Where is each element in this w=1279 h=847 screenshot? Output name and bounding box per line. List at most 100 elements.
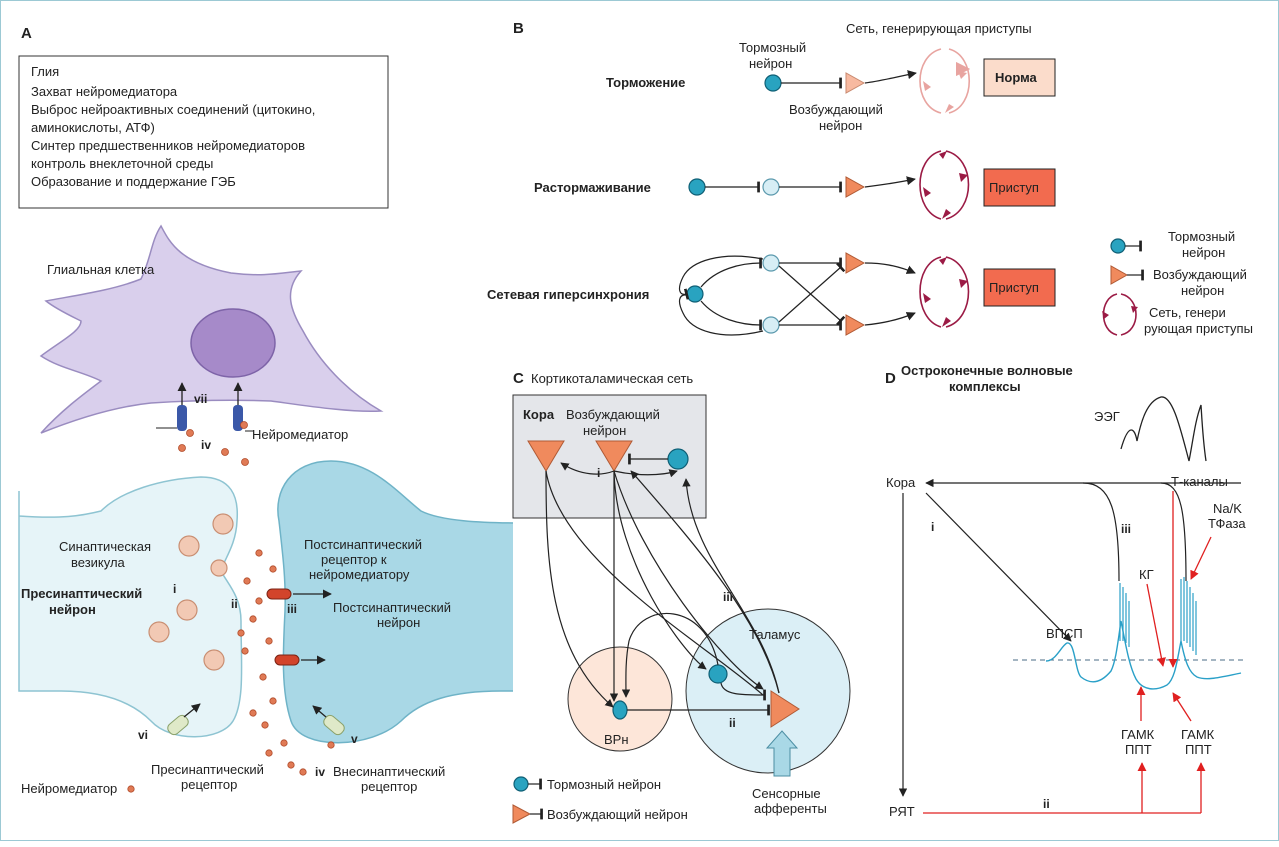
cortex-excitatory-neuron-1 <box>527 440 565 472</box>
postsynaptic-receptor-1 <box>266 588 292 600</box>
glia-transporter-1 <box>177 405 187 431</box>
label-vii: vii <box>194 392 207 406</box>
extrasynaptic-receptor-label-2: рецептор <box>361 779 417 794</box>
corticothalamic-connections <box>545 462 780 708</box>
label-vi: vi <box>138 728 148 742</box>
row-2-inhibitory-neuron <box>688 178 706 196</box>
label-iv-top: iv <box>201 438 211 452</box>
panel-d-i: i <box>931 520 934 534</box>
inhibitory-label-2: нейрон <box>749 56 792 71</box>
thalamus-inhibitory-neuron <box>708 664 728 684</box>
glia-line-5: контроль внеклеточной среды <box>31 156 213 171</box>
cortex-excitatory-1: Возбуждающий <box>566 407 660 422</box>
glia-line-4: Синтер предшественников нейромедиаторов <box>31 138 305 153</box>
glial-cell-label: Глиальная клетка <box>47 262 155 277</box>
legend-b-excitatory-1: Возбуждающий <box>1153 267 1247 282</box>
row-3-result-box <box>983 268 1056 307</box>
row-2-excitatory-neuron <box>845 176 866 198</box>
postsynaptic-receptor-2 <box>274 654 300 666</box>
excitatory-label-1: Возбуждающий <box>789 102 883 117</box>
cortex-excitatory-2: нейрон <box>583 423 626 438</box>
glia-neurotransmitters <box>178 421 249 466</box>
nak-label-1: Na/K <box>1213 501 1242 516</box>
d-cortex-label: Кора <box>886 475 916 490</box>
postsynaptic-neuron-label-1: Постсинаптический <box>333 600 451 615</box>
row-3-inhibitory-neuron <box>686 285 704 303</box>
legend-b-inhibitory-2: нейрон <box>1182 245 1225 260</box>
tchannels-label: Т-каналы <box>1171 474 1228 489</box>
vrn-label: ВРн <box>604 732 629 747</box>
postsynaptic-neuron-label-2: нейрон <box>377 615 420 630</box>
row-2-result-box <box>983 168 1056 207</box>
panel-b-letter: B <box>513 20 524 37</box>
thalamus-excitatory-neuron <box>770 690 800 728</box>
excitatory-label-2: нейрон <box>819 118 862 133</box>
legend-b-inhibitory-icon <box>1110 238 1126 254</box>
row-2-name: Растормаживание <box>534 180 651 195</box>
extrasynaptic-receptor-label-1: Внесинаптический <box>333 764 445 779</box>
row-1-result: Норма <box>995 70 1038 85</box>
synaptic-vesicle-label-2: везикула <box>71 555 126 570</box>
vrn-neuron <box>612 700 628 720</box>
row-1-name: Торможение <box>606 75 685 90</box>
postsynaptic-receptor-label-1: Постсинаптический <box>304 537 422 552</box>
row-2-disinhibited-neuron <box>762 178 780 196</box>
legend-b-inhibitory-1: Тормозный <box>1168 229 1235 244</box>
burst-spikes-1 <box>1119 583 1130 647</box>
glia-line-1: Захват нейромедиатора <box>31 84 178 99</box>
gaba1-label-2: ППТ <box>1125 742 1152 757</box>
thalamus-label: Таламус <box>749 627 801 642</box>
glia-line-6: Образование и поддержание ГЭБ <box>31 174 236 189</box>
eeg-label: ЭЭГ <box>1094 409 1120 424</box>
panel-c-i: i <box>597 466 600 480</box>
cortex-label: Кора <box>523 407 555 422</box>
burst-spikes-2 <box>1180 577 1197 655</box>
cleft-neurotransmitters <box>127 549 335 793</box>
panel-d: D Остроконечные волновые комплексы ЭЭГ Т… <box>885 363 1246 819</box>
panel-d-letter: D <box>885 370 896 387</box>
eeg-trace <box>1120 396 1207 462</box>
row-3-network <box>919 256 970 328</box>
legend-c-inhibitory: Тормозный нейрон <box>547 777 661 792</box>
row-2-network <box>919 150 970 220</box>
network-title: Сеть, генерирующая приступы <box>846 21 1032 36</box>
panel-d-iii: iii <box>1121 522 1131 536</box>
legend-b-network-icon <box>1102 293 1137 336</box>
sensory-label-2: афференты <box>754 801 827 816</box>
presynaptic-neuron-label-1: Пресинаптический <box>21 586 142 601</box>
panel-d-ii: ii <box>1043 797 1050 811</box>
presynaptic-receptor <box>167 714 189 736</box>
postsynaptic-receptor-label-3: нейромедиатору <box>309 567 410 582</box>
presynaptic-receptor-label-2: рецептор <box>181 777 237 792</box>
row-3-name: Сетевая гиперсинхрония <box>487 287 649 302</box>
label-ii: ii <box>231 597 238 611</box>
legend-c-excitatory: Возбуждающий нейрон <box>547 807 688 822</box>
row-3-excitatory-top <box>845 252 866 274</box>
cortex-excitatory-neuron-2 <box>595 440 633 472</box>
label-i: i <box>173 582 176 596</box>
cortex-inhibitory-neuron <box>667 448 689 470</box>
vesicles <box>148 513 234 671</box>
presynaptic-neuron-label-2: нейрон <box>49 602 96 617</box>
label-v: v <box>351 732 358 746</box>
nak-label-2: ТФаза <box>1208 516 1246 531</box>
row-2-result: Приступ <box>989 180 1039 195</box>
panel-a: A Глия Захват нейромедиатора Выброс нейр… <box>18 25 1273 796</box>
row-3-excitatory-bottom <box>845 314 866 336</box>
gaba2-label-1: ГАМК <box>1181 727 1215 742</box>
vrn-circle <box>567 646 673 752</box>
vpsp-label: ВПСП <box>1046 626 1083 641</box>
panel-a-letter: A <box>21 25 32 42</box>
legend-c-excitatory-icon <box>512 804 532 824</box>
panel-b: B Сеть, генерирующая приступы Тормозный … <box>487 20 1253 336</box>
extrasynaptic-receptor <box>323 714 345 736</box>
gaba2-label-2: ППТ <box>1185 742 1212 757</box>
glia-line-2: Выброс нейроактивных соединений (цитокин… <box>31 102 315 117</box>
synaptic-vesicle-label-1: Синаптическая <box>59 539 151 554</box>
row-1-result-box <box>983 58 1056 97</box>
neurotransmitter-top-label: Нейромедиатор <box>252 427 348 442</box>
panel-c-ii: ii <box>729 716 736 730</box>
row-1-network <box>919 48 970 114</box>
row-3-neuron-bottom <box>762 316 780 334</box>
sensory-label-1: Сенсорные <box>752 786 821 801</box>
